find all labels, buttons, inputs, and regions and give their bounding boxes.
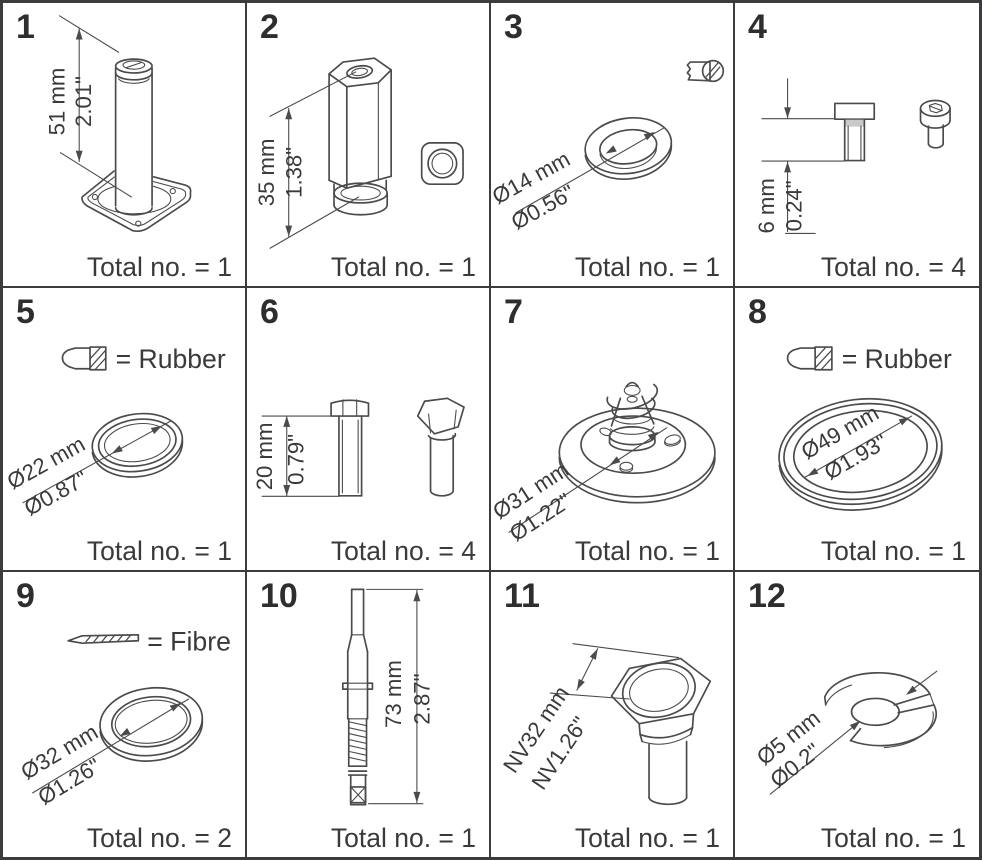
lock-washer [823,672,937,749]
total-count-label: Total no. = 1 [330,251,476,282]
dimension-callout: 6 mm 0.24" [754,78,846,235]
part-cell-9: 9 = Fibre Ø32 mm [3,572,247,857]
part-cell-4: 4 [735,3,979,288]
total-count-label: Total no. = 1 [330,822,476,853]
dimension-callout: Ø49 mm Ø1.93" [797,400,913,484]
part-cell-1: 1 [3,3,247,288]
lock-washer-illustration: Ø5 mm Ø0.2" [752,670,938,796]
valve-plate [558,406,716,504]
dim-mm: 51 mm [44,68,69,136]
part-cell-2: 2 [247,3,491,288]
hex-plug-illustration: NV32 mm NV1.26" [498,643,712,806]
dim-inch: 0.24" [781,180,806,231]
thread-hatch [348,721,368,763]
dimension-callout: Ø14 mm Ø0.56" [491,127,665,235]
dim-inch: 2.87" [410,674,435,725]
part-cell-11: 11 NV32 mm [491,572,735,857]
dimension-callout: 35 mm 1.38" [254,71,360,249]
part-number: 8 [748,292,767,331]
fibre-gasket-illustration: = Fibre Ø32 mm Ø1.26" [16,627,231,810]
metal-material-icon [686,59,725,83]
legend-label: = Fibre [147,627,231,657]
legend-label: = Rubber [116,343,226,373]
o-ring-illustration: = Rubber Ø22 mm Ø0.87" [3,343,226,520]
hex-bolt-illustration: 20 mm 0.79" [252,397,465,497]
part-cell-10: 10 [247,572,491,857]
dim-inch: 0.79" [283,434,308,485]
part-number: 3 [504,8,523,46]
dimension-callout: 51 mm 2.01" [44,15,132,198]
part-cell-12: 12 Ø5 mm Ø0.2" [735,572,979,857]
rubber-material-icon [786,345,833,371]
part-cell-3: 3 Ø14 mm Ø0.56" Total no. = 1 [491,3,735,288]
part-cell-6: 6 [247,287,491,573]
washer [584,117,673,180]
part-number: 12 [748,577,786,616]
dimension-callout: Ø5 mm Ø0.2" [752,706,861,796]
dimension-callout: NV32 mm NV1.26" [498,643,680,794]
total-count-label: Total no. = 2 [86,822,232,853]
dim-inch: 2.01" [71,76,96,127]
large-o-ring-illustration: = Rubber Ø49 mm Ø1.93" [778,343,952,511]
part-cell-5: 5 = Rubber Ø22 mm Ø0.87" [3,287,247,573]
hex-adapter [328,57,392,216]
part-cell-7: 7 [491,287,735,573]
gasket [99,687,204,763]
part-number: 7 [504,292,523,331]
part-cell-8: 8 = Rubber Ø49 mm Ø1.93" [735,288,979,573]
bolt-3d-view [416,397,465,497]
total-count-label: Total no. = 1 [574,251,720,282]
total-count-label: Total no. = 1 [820,536,966,567]
part-number: 1 [16,8,35,46]
fibre-material-icon [67,634,140,645]
screw-illustration: 6 mm 0.24" [754,78,951,235]
part-number: 11 [504,577,540,616]
dimension-callout: 73 mm 2.87" [365,589,435,805]
total-count-label: Total no. = 4 [330,536,476,567]
part-number: 5 [16,292,35,331]
total-count-label: Total no. = 4 [820,251,966,282]
dimension-callout: 20 mm 0.79" [252,415,340,497]
dim-mm: 35 mm [254,139,279,207]
total-count-label: Total no. = 1 [574,822,720,853]
screw-3d-view [919,99,951,149]
legend-label: = Rubber [842,343,952,373]
total-count-label: Total no. = 1 [820,822,966,853]
screw-side-view [834,102,876,162]
total-count-label: Total no. = 1 [86,536,232,567]
spring-body [606,381,659,452]
part-number: 9 [16,577,35,616]
valve-plate-illustration: Ø31 mm Ø1.22" [491,381,716,546]
o-ring [91,412,184,478]
dim-mm: 6 mm [754,178,779,233]
square-nut [420,142,464,186]
part-number: 10 [260,577,298,616]
armature-pin-illustration: 51 mm 2.01" [44,15,192,232]
part-number: 4 [748,8,767,46]
bolt-side-view [330,398,370,497]
washer-illustration: Ø14 mm Ø0.56" [491,59,725,235]
rubber-material-icon [61,345,107,371]
dim-inch: 1.38" [282,147,307,198]
hex-adapter-illustration: 35 mm 1.38" [254,57,464,249]
dim-mm: 20 mm [252,422,277,490]
part-number: 2 [260,8,279,46]
pin-body [114,58,153,216]
total-count-label: Total no. = 1 [86,251,232,282]
spindle [341,588,374,806]
o-ring [778,397,943,511]
spindle-illustration: 73 mm 2.87" [341,588,435,806]
part-number: 6 [260,292,279,331]
hex-plug [610,658,712,806]
slot-leader-arrow [906,670,938,696]
total-count-label: Total no. = 1 [574,536,720,567]
dim-mm: 73 mm [381,660,406,728]
